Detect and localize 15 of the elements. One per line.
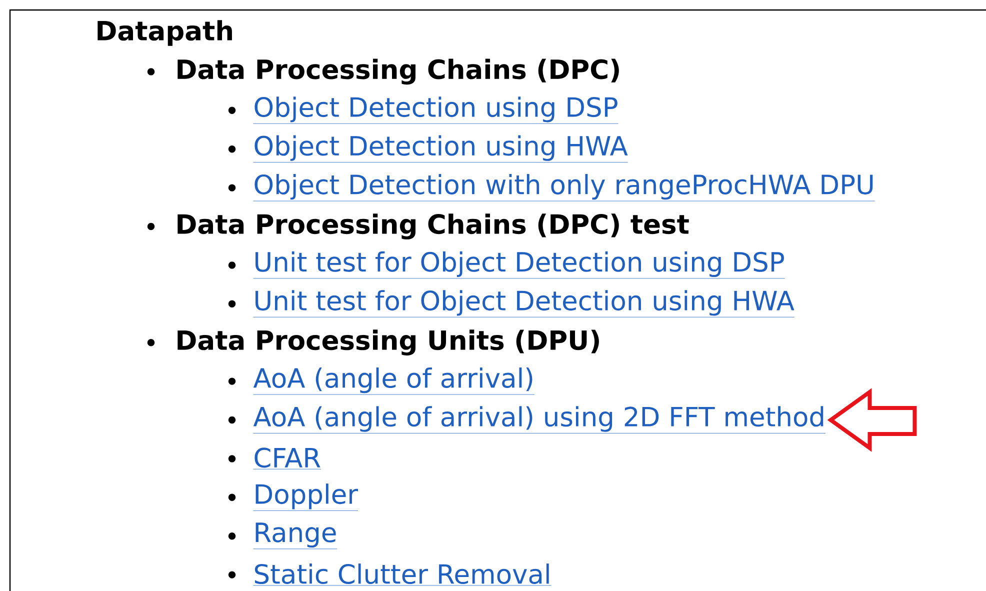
link-text: CFAR xyxy=(253,448,322,470)
heading-text: Data Processing Chains (DPC) test xyxy=(178,214,689,240)
link-text: Object Detection with only rangeProcHWA DPU xyxy=(253,174,876,202)
link-text: AoA (angle of arrival) xyxy=(253,367,535,395)
link-text: Doppler xyxy=(253,484,358,511)
heading-text: Data Processing Chains (DPC) xyxy=(178,58,619,85)
link-text: Unit test for Object Detection using HWA xyxy=(253,290,795,318)
heading-text: Data Processing Units (DPU) xyxy=(178,330,599,356)
heading-text: Datapath xyxy=(98,20,232,46)
link-text: Range xyxy=(253,522,338,550)
link-text: Object Detection using HWA xyxy=(253,135,628,163)
link-text: Unit test for Object Detection using DSP xyxy=(253,251,786,279)
link-text: Static Clutter Removal xyxy=(253,564,552,586)
link-text: AoA (angle of arrival) using 2D FFT method xyxy=(253,406,826,434)
link-text: Object Detection using DSP xyxy=(253,96,618,124)
